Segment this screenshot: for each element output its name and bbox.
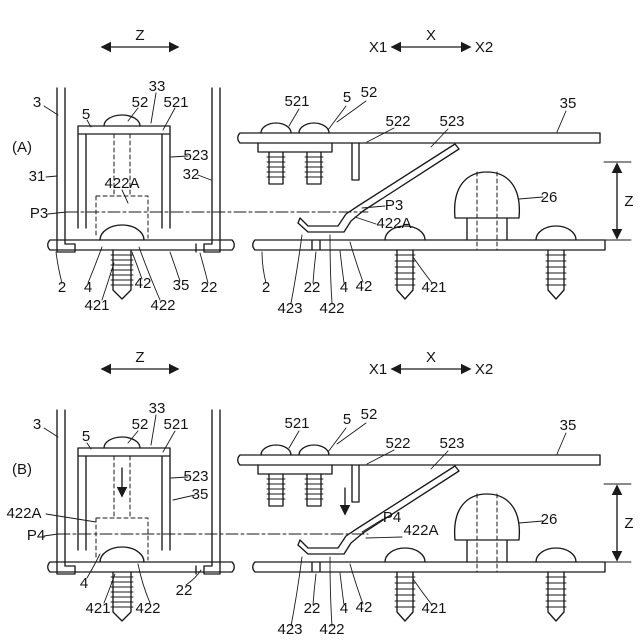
ref-label: P3	[385, 197, 403, 214]
ref-label: 523	[183, 468, 208, 485]
ref-label: 42	[356, 278, 373, 295]
ref-label: 422	[135, 600, 160, 617]
ref-label: 2	[58, 279, 66, 296]
left-assembly-drawing	[47, 409, 235, 622]
leader-lines-right	[288, 422, 567, 627]
ref-label: 421	[421, 279, 446, 296]
panel-a: (A) Z X X1 X2 Z 3 5 52 33 521 523 31 32 …	[12, 27, 634, 317]
axis-x1-label: X1	[369, 39, 387, 56]
leader-lines-right	[261, 100, 567, 304]
ref-label: 4	[80, 575, 88, 592]
panel-label: (A)	[12, 139, 32, 156]
ref-label: 521	[163, 94, 188, 111]
ref-label: 521	[163, 416, 188, 433]
ref-label: 5	[82, 106, 90, 123]
ref-label: 22	[176, 582, 193, 599]
axis-x2-label: X2	[475, 361, 493, 378]
ref-label: 522	[385, 113, 410, 130]
ref-label: 423	[277, 300, 302, 317]
ref-label: 4	[340, 600, 348, 617]
ref-label: 35	[173, 277, 190, 294]
ref-label: 52	[132, 94, 149, 111]
ref-label: 2	[262, 279, 270, 296]
ref-label: P4	[383, 509, 401, 526]
axis-z-label: Z	[135, 349, 144, 366]
leader-lines-left	[43, 414, 202, 604]
axis-z-label: Z	[135, 27, 144, 44]
ref-label: 52	[361, 84, 378, 101]
panel-label: (B)	[12, 461, 32, 478]
ref-label: 35	[192, 486, 209, 503]
ref-label: 523	[439, 113, 464, 130]
dim-z-label: Z	[624, 193, 633, 210]
ref-label: 421	[84, 297, 109, 314]
ref-label: 422	[150, 297, 175, 314]
ref-label: 523	[183, 147, 208, 164]
ref-label: 5	[343, 411, 351, 428]
axis-x-label: X	[426, 27, 436, 44]
left-assembly-drawing	[47, 87, 235, 300]
ref-label: 521	[284, 93, 309, 110]
ref-label: 422	[319, 621, 344, 638]
ref-label: 26	[541, 511, 558, 528]
ref-label: 3	[33, 94, 41, 111]
ref-label: 42	[135, 275, 152, 292]
ref-label: 422A	[376, 215, 411, 232]
ref-label: 4	[84, 279, 92, 296]
ref-label: 33	[149, 400, 166, 417]
ref-label: 42	[356, 599, 373, 616]
axis-x-label: X	[426, 349, 436, 366]
ref-label: P3	[30, 205, 48, 222]
ref-label: 22	[304, 279, 321, 296]
ref-label: 22	[201, 279, 218, 296]
ref-label: 52	[361, 406, 378, 423]
ref-label: 35	[560, 95, 577, 112]
dim-z-label: Z	[624, 515, 633, 532]
ref-label: 32	[183, 166, 200, 183]
ref-label: 422A	[403, 522, 438, 539]
ref-label: 31	[29, 168, 46, 185]
ref-label: 35	[560, 417, 577, 434]
ref-label: 26	[541, 189, 558, 206]
ref-label: 422A	[104, 175, 139, 192]
ref-label: 52	[132, 416, 149, 433]
ref-label: 522	[385, 435, 410, 452]
ref-label: 5	[343, 89, 351, 106]
leader-lines-left	[43, 92, 212, 301]
ref-label: 5	[82, 428, 90, 445]
ref-label: 521	[284, 415, 309, 432]
ref-label: 3	[33, 416, 41, 433]
ref-label: 421	[421, 600, 446, 617]
ref-label: P4	[27, 527, 45, 544]
ref-label: 423	[277, 621, 302, 638]
ref-label: 4	[340, 279, 348, 296]
ref-label: 421	[85, 600, 110, 617]
ref-label: 33	[149, 78, 166, 95]
ref-label: 22	[304, 600, 321, 617]
ref-label: 422A	[6, 505, 41, 522]
ref-label: 422	[319, 300, 344, 317]
ref-label: 523	[439, 435, 464, 452]
axis-x1-label: X1	[369, 361, 387, 378]
panel-b: (B) Z X X1 X2 Z 3 5 52 33 521 523 35 422…	[6, 349, 633, 638]
axis-x2-label: X2	[475, 39, 493, 56]
